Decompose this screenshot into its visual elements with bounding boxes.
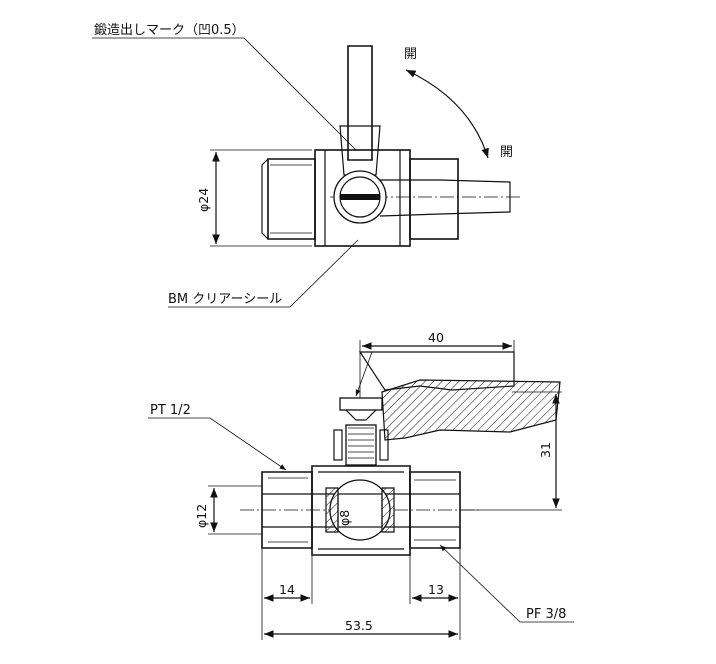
dim-text-31: 31	[538, 442, 553, 458]
stem-gland	[345, 424, 377, 466]
dim-text-40: 40	[428, 330, 444, 345]
leader-bm-seal	[168, 239, 359, 308]
dim-text-53-5: 53.5	[345, 618, 373, 633]
label-pt-thread: PT 1/2	[150, 403, 191, 418]
top-right-nut	[409, 158, 459, 240]
top-view	[92, 37, 520, 308]
stem-slot	[340, 194, 380, 200]
dim-text-13: 13	[428, 582, 444, 597]
rotation-arrow	[405, 69, 489, 159]
leader-pt-thread	[148, 417, 287, 471]
handle-vertical	[347, 45, 373, 161]
dim-text-dia12: φ12	[194, 504, 209, 528]
label-pf-thread: PF 3/8	[526, 607, 566, 622]
handle-section	[381, 379, 561, 441]
leader-forged-mark	[92, 37, 357, 151]
stem-nut	[339, 397, 383, 411]
dim-text-dia8: φ8	[337, 510, 352, 526]
front-view	[148, 340, 574, 640]
label-bm-seal: BM クリアーシール	[168, 292, 282, 307]
front-left-thread	[261, 471, 313, 549]
leader-pf-thread	[439, 544, 574, 623]
dim-text-14: 14	[279, 582, 295, 597]
label-forged-mark: 鍛造出しマーク（凹0.5）	[94, 23, 245, 38]
top-thread-chamfer	[261, 158, 269, 240]
top-thread-body	[267, 158, 316, 240]
label-open-top: 開	[404, 47, 417, 62]
dim-text-dia24: φ24	[196, 188, 211, 212]
label-open-right: 開	[500, 145, 513, 160]
